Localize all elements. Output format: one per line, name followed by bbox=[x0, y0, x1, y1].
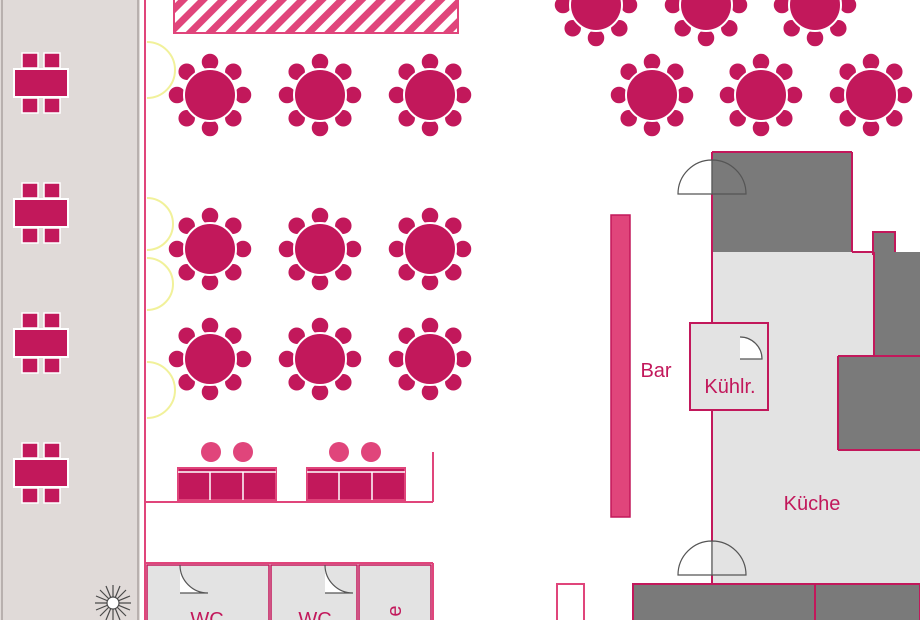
storage-area bbox=[632, 583, 920, 620]
sofa-group bbox=[177, 442, 277, 501]
door-swing-icon bbox=[677, 540, 713, 576]
dining-walls bbox=[144, 0, 434, 620]
bar-label: Bar bbox=[640, 360, 671, 382]
plant-icon bbox=[95, 585, 131, 620]
wc-label: WC bbox=[298, 609, 331, 620]
door-swing-icon bbox=[711, 540, 747, 576]
round-table-icon bbox=[772, 0, 858, 48]
restroom-block bbox=[146, 564, 432, 620]
door-swing-icon bbox=[711, 159, 747, 195]
kitchen-area bbox=[711, 151, 920, 584]
cold-room bbox=[689, 322, 769, 411]
door-swing-icon bbox=[677, 159, 713, 195]
round-table-icon bbox=[387, 206, 473, 292]
round-table-icon bbox=[167, 206, 253, 292]
round-table-icon bbox=[718, 52, 804, 138]
round-table-icon bbox=[167, 316, 253, 402]
round-table-icon bbox=[167, 52, 253, 138]
round-table-icon bbox=[277, 52, 363, 138]
door-swing-icon bbox=[146, 41, 176, 419]
door-swing-icon bbox=[739, 336, 763, 360]
restroom-partial-label: e bbox=[384, 605, 406, 616]
service-counter bbox=[556, 583, 585, 620]
round-table-icon bbox=[663, 0, 749, 48]
kitchen-label: Küche bbox=[784, 493, 841, 515]
round-table-icon bbox=[387, 316, 473, 402]
round-table-icon bbox=[553, 0, 639, 48]
cold-room-label: Kühlr. bbox=[704, 376, 755, 398]
stage-area bbox=[173, 0, 459, 34]
round-table-icon bbox=[277, 206, 363, 292]
round-table-icon bbox=[828, 52, 914, 138]
round-table-icon bbox=[609, 52, 695, 138]
bar-counter bbox=[610, 214, 631, 518]
round-table-icon bbox=[387, 52, 473, 138]
sofa-group bbox=[306, 442, 406, 501]
round-table-icon bbox=[277, 316, 363, 402]
wc-label: WC bbox=[190, 609, 223, 620]
